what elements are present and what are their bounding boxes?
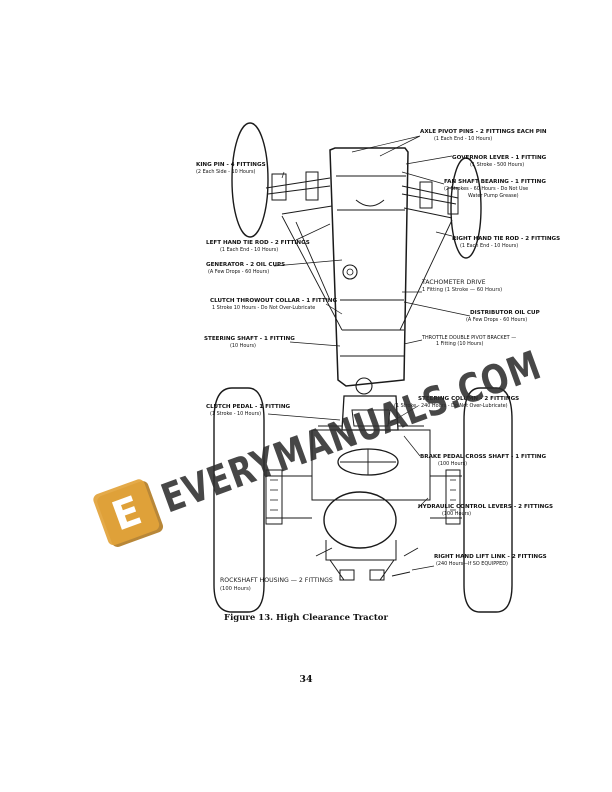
label-brake-pedal-sub: (100 Hours): [438, 461, 467, 467]
label-clutch-collar-title: CLUTCH THROWOUT COLLAR - 1 FITTING: [210, 298, 337, 304]
label-governor-title: GOVERNOR LEVER - 1 FITTING: [452, 155, 547, 161]
front-right-tire: [450, 157, 482, 259]
leader-lines: [267, 135, 471, 571]
label-left-tie-rod-sub: (1 Each End - 10 Hours): [220, 247, 278, 253]
label-tachometer-title: TACHOMETER DRIVE: [421, 279, 486, 286]
label-king-pin-sub: (2 Each Side - 10 Hours): [196, 169, 256, 175]
label-fan-shaft-title: FAN SHAFT BEARING - 1 FITTING: [444, 179, 546, 185]
rear-left-tire: [213, 387, 265, 613]
label-axle-pivot-sub: (1 Each End - 10 Hours): [434, 136, 492, 142]
label-king-pin-title: KING PIN - 4 FITTINGS: [196, 162, 266, 168]
label-distributor-sub: (A Few Drops - 60 Hours): [466, 317, 527, 323]
label-fan-shaft-sub: (2 Strokes - 60 Hours - Do Not Use: [444, 186, 528, 192]
label-steering-shaft-title: STEERING SHAFT - 1 FITTING: [204, 336, 295, 342]
label-distributor-title: DISTRIBUTOR OIL CUP: [470, 310, 540, 316]
figure-caption: Figure 13. High Clearance Tractor: [224, 613, 388, 623]
page-number: 34: [299, 674, 313, 685]
watermark-badge-icon: E: [93, 479, 164, 547]
label-governor-sub: (1 Stroke - 500 Hours): [470, 162, 524, 168]
label-right-tie-rod-sub: (1 Each End - 10 Hours): [460, 243, 518, 249]
callout-labels: AXLE PIVOT PINS - 2 FITTINGS EACH PIN (1…: [196, 129, 560, 592]
label-axle-pivot-title: AXLE PIVOT PINS - 2 FITTINGS EACH PIN: [420, 129, 547, 135]
label-tachometer-sub: 1 Fitting (1 Stroke — 60 Hours): [422, 287, 502, 293]
hood-frame: [329, 147, 409, 387]
label-hydraulic-title: HYDRAULIC CONTROL LEVERS - 2 FITTINGS: [418, 504, 553, 510]
label-clutch-collar-sub: 1 Stroke 10 Hours - Do Not Over-Lubricat…: [212, 305, 315, 311]
label-rockshaft-title: ROCKSHAFT HOUSING — 2 FITTINGS: [220, 577, 333, 584]
label-steering-column-sub: (1 Stroke - 240 Hours - Do Not Over-Lubr…: [394, 403, 508, 409]
label-lift-link-title: RIGHT HAND LIFT LINK - 2 FITTINGS: [434, 554, 547, 560]
seat: [323, 491, 397, 549]
tractor-drawing: [213, 122, 513, 613]
rear-right-tire: [463, 387, 513, 613]
label-generator-title: GENERATOR - 2 OIL CUPS: [206, 262, 285, 268]
label-clutch-pedal-title: CLUTCH PEDAL - 1 FITTING: [206, 404, 291, 410]
front-left-tire: [231, 122, 269, 238]
label-steering-shaft-sub: (10 Hours): [230, 343, 256, 349]
label-throttle-title: THROTTLE DOUBLE PIVOT BRACKET —: [421, 335, 516, 341]
label-steering-column-title: STEERING COLUMN - 2 FITTINGS: [418, 396, 519, 402]
label-throttle-sub: 1 Fitting (10 Hours): [436, 341, 483, 347]
label-clutch-pedal-sub: (1 Stroke - 10 Hours): [210, 411, 261, 417]
label-lift-link-sub: (240 Hours—If SO EQUIPPED): [436, 561, 508, 567]
label-rockshaft-sub: (100 Hours): [220, 586, 251, 592]
label-generator-sub: (A Few Drops - 60 Hours): [208, 269, 269, 275]
label-left-tie-rod-title: LEFT HAND TIE ROD - 2 FITTINGS: [206, 240, 310, 246]
label-fan-shaft-sub2: Water Pump Grease): [468, 193, 519, 199]
label-hydraulic-sub: (100 Hours): [442, 511, 471, 517]
label-right-tie-rod-title: RIGHT HAND TIE ROD - 2 FITTINGS: [452, 236, 560, 242]
watermark: E EVERYMANUALS.COM: [93, 342, 547, 547]
label-brake-pedal-title: BRAKE PEDAL CROSS SHAFT - 1 FITTING: [420, 454, 546, 460]
